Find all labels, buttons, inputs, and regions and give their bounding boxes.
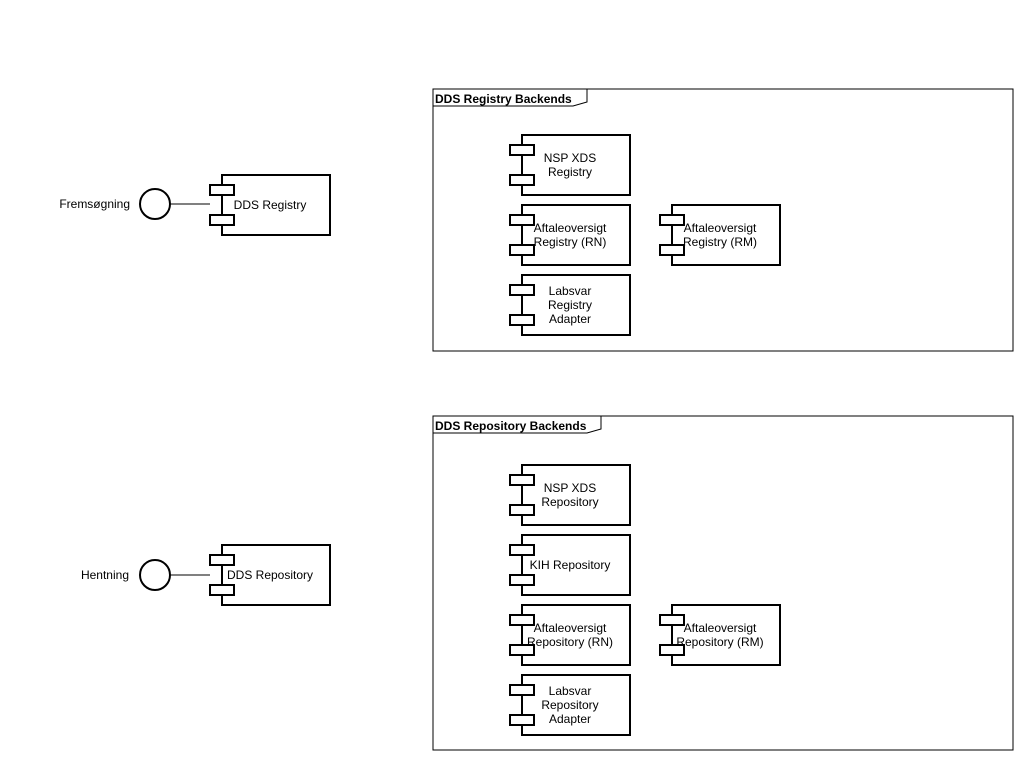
component-label-line: DDS Repository	[227, 568, 313, 582]
component-label-line: Registry (RN)	[534, 235, 607, 249]
registry-interface-label: Fremsøgning	[59, 197, 130, 211]
component-port-top	[659, 214, 685, 226]
component-label-line: Registry (RM)	[683, 235, 757, 249]
component-label-line: Registry	[548, 298, 592, 312]
component-body	[221, 174, 331, 236]
registry-backends-title: DDS Registry Backends	[435, 92, 572, 106]
component-port-top	[509, 684, 535, 696]
registry-interface[interactable]: Fremsøgning	[59, 188, 210, 220]
component-port-bottom	[209, 584, 235, 596]
component-label-line: Adapter	[549, 312, 591, 326]
repository-backends-frame: DDS Repository Backends	[432, 415, 1014, 751]
component-body	[221, 544, 331, 606]
component-label-line: Labsvar	[549, 284, 592, 298]
component-port-top	[509, 474, 535, 486]
component-body	[671, 204, 781, 266]
component-body	[671, 604, 781, 666]
component-port-bottom	[509, 174, 535, 186]
component-port-top	[509, 144, 535, 156]
component-port-top	[509, 614, 535, 626]
dds-repository-component[interactable]: DDS Repository	[209, 544, 331, 606]
component-port-top	[209, 184, 235, 196]
component-label-line: Registry	[548, 165, 592, 179]
component-label-line: KIH Repository	[530, 558, 611, 572]
component-body	[521, 674, 631, 736]
component-label-line: Repository	[541, 698, 598, 712]
dds-registry-component[interactable]: DDS Registry	[209, 174, 331, 236]
component-port-bottom	[209, 214, 235, 226]
registry-interface-circle	[139, 188, 171, 220]
component-port-bottom	[659, 644, 685, 656]
component-port-bottom	[659, 244, 685, 256]
component-label-line: Aftaleoversigt	[534, 621, 607, 635]
component-body	[521, 204, 631, 266]
component-label-line: Labsvar	[549, 684, 592, 698]
repository-interface-label: Hentning	[81, 568, 129, 582]
component-label-line: Aftaleoversigt	[684, 621, 757, 635]
kih-repository-component[interactable]: KIH Repository	[509, 534, 631, 596]
component-port-top	[509, 214, 535, 226]
component-port-bottom	[509, 644, 535, 656]
component-port-bottom	[509, 504, 535, 516]
component-label-line: NSP XDS	[544, 151, 596, 165]
component-port-top	[659, 614, 685, 626]
component-body	[521, 274, 631, 336]
component-port-bottom	[509, 314, 535, 326]
component-port-top	[209, 554, 235, 566]
component-body	[521, 534, 631, 596]
component-port-bottom	[509, 244, 535, 256]
registry-backends-frame: DDS Registry Backends	[432, 88, 1014, 352]
repository-backends-title: DDS Repository Backends	[435, 419, 587, 433]
component-body	[521, 464, 631, 526]
component-label-line: Adapter	[549, 712, 591, 726]
component-port-bottom	[509, 574, 535, 586]
repository-interface[interactable]: Hentning	[81, 559, 210, 591]
component-body	[521, 134, 631, 196]
component-port-top	[509, 284, 535, 296]
component-body	[521, 604, 631, 666]
component-label-line: Aftaleoversigt	[534, 221, 607, 235]
component-label-line: Repository (RM)	[676, 635, 763, 649]
repository-interface-circle	[139, 559, 171, 591]
component-label-line: Repository (RN)	[527, 635, 613, 649]
component-label-line: Repository	[541, 495, 598, 509]
component-label-line: NSP XDS	[544, 481, 596, 495]
component-label-line: Aftaleoversigt	[684, 221, 757, 235]
component-label-line: DDS Registry	[234, 198, 307, 212]
component-port-bottom	[509, 714, 535, 726]
component-port-top	[509, 544, 535, 556]
